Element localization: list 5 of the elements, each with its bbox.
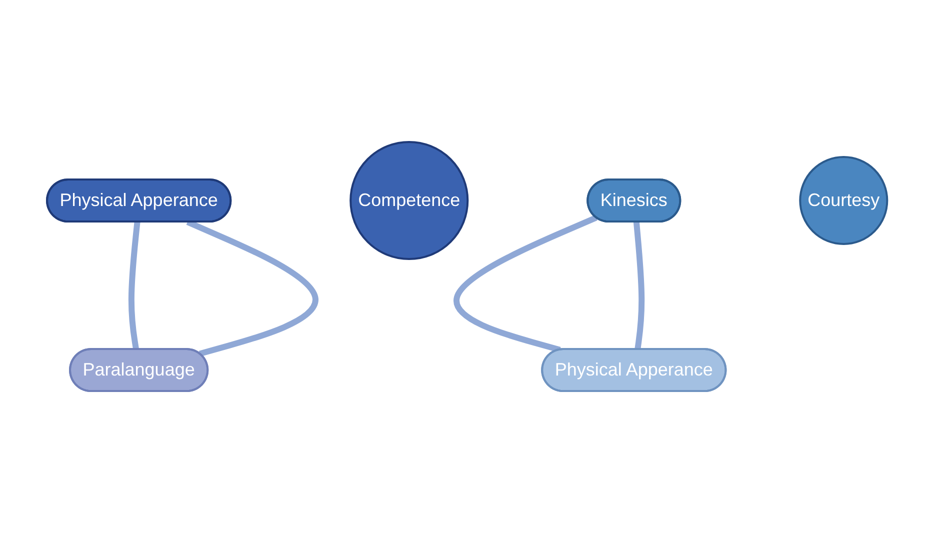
node-circle: Courtesy xyxy=(799,156,888,245)
connector xyxy=(454,214,598,353)
connector xyxy=(128,222,140,350)
connector xyxy=(633,222,644,350)
node-circle: Competence xyxy=(350,140,469,260)
